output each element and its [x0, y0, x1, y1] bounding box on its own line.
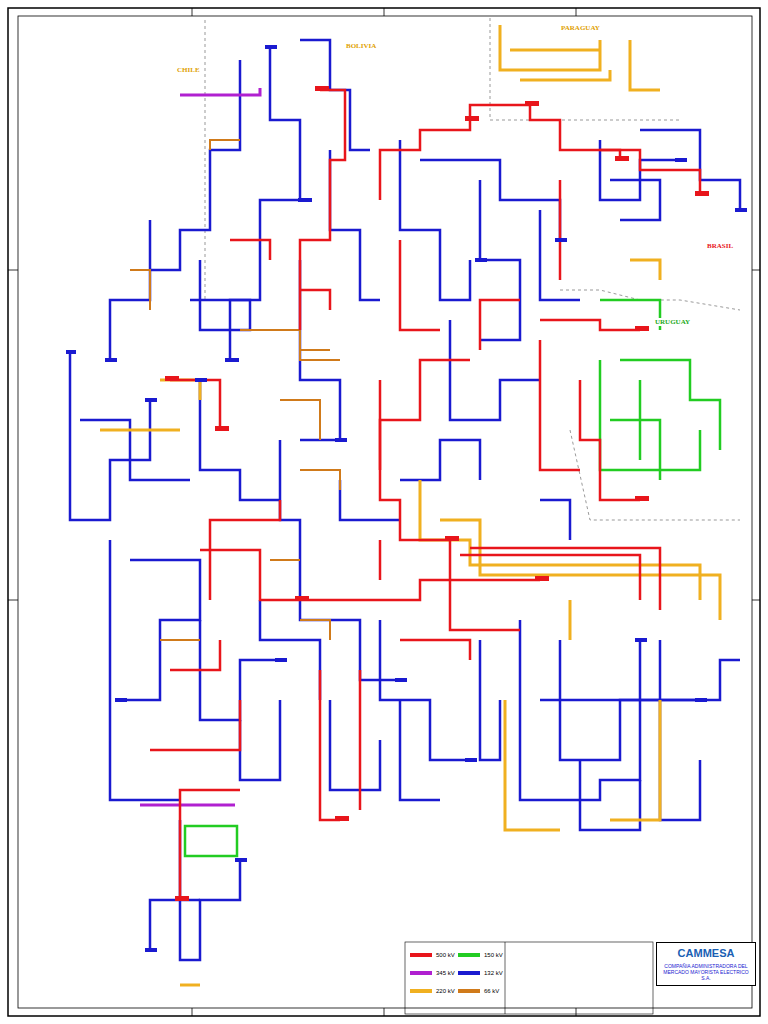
legend-swatch	[458, 953, 480, 957]
legend-swatch	[410, 971, 432, 975]
legend-row: 345 kV	[410, 970, 455, 976]
frame-ticks	[8, 8, 760, 1016]
lines-150kv	[185, 300, 720, 856]
legend-text: 66 kV	[484, 988, 499, 994]
country-label: PARAGUAY	[560, 24, 601, 32]
country-label: BOLIVIA	[345, 42, 377, 50]
legend-swatch	[458, 971, 480, 975]
legend-text: 132 kV	[484, 970, 503, 976]
legend-swatch	[458, 989, 480, 993]
country-label: URUGUAY	[654, 318, 691, 326]
country-label: BRASIL	[706, 242, 734, 250]
legend-text: 220 kV	[436, 988, 455, 994]
legend-swatch	[410, 953, 432, 957]
legend-text: 150 kV	[484, 952, 503, 958]
title-block: CAMMESA COMPAÑIA ADMINISTRADORA DEL MERCA…	[656, 942, 756, 986]
substations-500kv	[165, 86, 709, 901]
country-borders	[205, 18, 740, 520]
legend-row: 132 kV	[458, 970, 503, 976]
inner-frame	[18, 16, 752, 1008]
lines-66kv	[130, 140, 340, 640]
legend-text: 500 kV	[436, 952, 455, 958]
lines-500kv	[150, 90, 700, 900]
legend-text: 345 kV	[436, 970, 455, 976]
legend-row: 66 kV	[458, 988, 499, 994]
sheet-frame	[8, 8, 760, 1016]
country-label: CHILE	[176, 66, 201, 74]
lines-345kv	[140, 88, 260, 805]
company-name: COMPAÑIA ADMINISTRADORA DEL MERCADO MAYO…	[660, 963, 752, 981]
legend-swatch	[410, 989, 432, 993]
legend-row: 500 kV	[410, 952, 455, 958]
lines-132kv	[70, 40, 740, 960]
legend-row: 150 kV	[458, 952, 503, 958]
lines-220kv	[100, 25, 720, 985]
substations	[66, 45, 747, 952]
legend-frame	[405, 942, 653, 1014]
company-logo-text: CAMMESA	[660, 947, 752, 959]
legend-row: 220 kV	[410, 988, 455, 994]
